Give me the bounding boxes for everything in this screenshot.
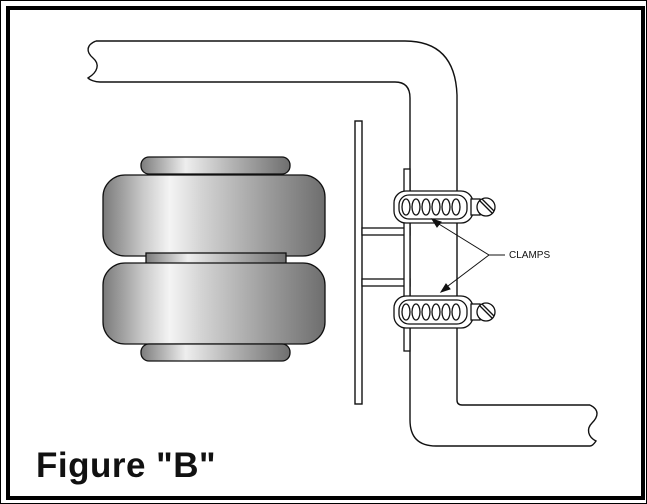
figure-title: Figure "B" <box>36 446 217 485</box>
upper-clamp-screw-icon <box>476 197 496 217</box>
clamp-bracket <box>403 168 411 352</box>
bracket-arms <box>361 227 411 287</box>
air-spring <box>102 156 326 362</box>
figure-frame <box>6 6 645 500</box>
clamps-label: CLAMPS <box>509 250 550 261</box>
upper-clamp <box>393 190 481 224</box>
mounting-plate <box>354 120 363 405</box>
clamps-callout-leaders <box>430 218 505 293</box>
lower-clamp-screw-icon <box>476 302 496 322</box>
lower-clamp <box>393 295 481 329</box>
